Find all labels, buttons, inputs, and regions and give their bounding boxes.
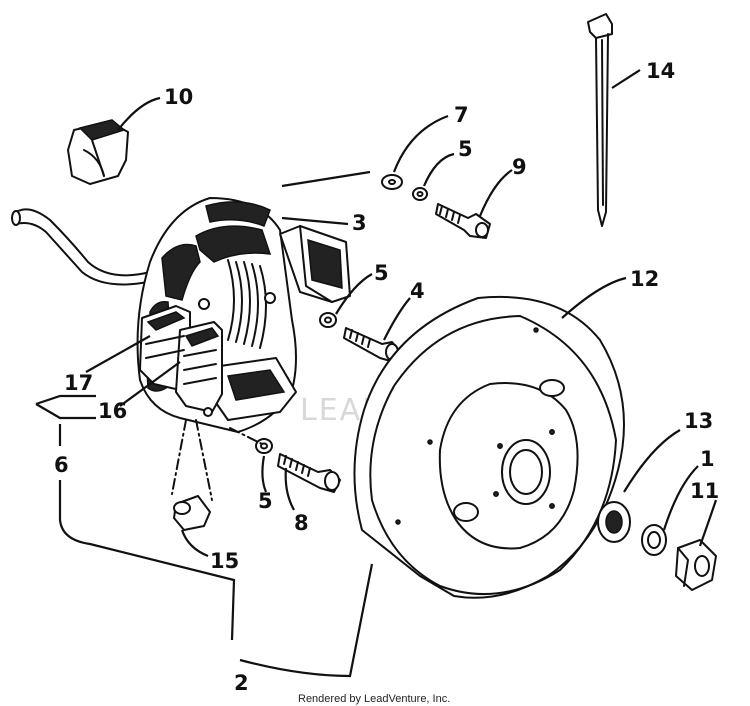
callout-3: 3 [352, 211, 367, 235]
part-stator-assembly [136, 197, 351, 433]
callout-15: 15 [210, 549, 239, 573]
callout-14: 14 [646, 59, 675, 83]
part-washer-7 [381, 174, 403, 190]
part-lockwasher-1 [641, 524, 667, 556]
part-flywheel [353, 295, 625, 599]
callout-10: 10 [164, 85, 193, 109]
part-grommet [67, 119, 129, 185]
callout-1: 1 [700, 447, 715, 471]
callout-5-low: 5 [258, 489, 273, 513]
callout-6: 6 [54, 453, 69, 477]
callout-8: 8 [294, 511, 309, 535]
part-lockwasher-5-mid [319, 312, 337, 328]
callout-5-top: 5 [458, 137, 473, 161]
leader-lines [35, 69, 718, 678]
callout-2: 2 [234, 671, 249, 695]
callout-17: 17 [64, 371, 93, 395]
callout-7: 7 [454, 103, 469, 127]
callout-4: 4 [410, 279, 425, 303]
part-bolt-9 [435, 203, 491, 239]
part-washer-13 [597, 501, 631, 543]
callout-13: 13 [684, 409, 713, 433]
part-lockwasher-5-top [412, 187, 428, 201]
callout-11: 11 [690, 479, 719, 503]
callout-5-mid: 5 [374, 261, 389, 285]
callout-9: 9 [512, 155, 527, 179]
part-sleeve-15 [173, 495, 211, 531]
part-cable-tie [587, 13, 613, 227]
callout-12: 12 [630, 267, 659, 291]
callout-16: 16 [98, 399, 127, 423]
callout-labels: 10 7 5 9 14 3 5 4 12 17 16 6 5 8 15 13 1… [54, 59, 719, 695]
part-lockwasher-5-low [255, 438, 273, 454]
part-wire-harness [11, 208, 151, 286]
part-nut-11 [675, 539, 717, 591]
render-credit: Rendered by LeadVenture, Inc. [298, 693, 450, 705]
